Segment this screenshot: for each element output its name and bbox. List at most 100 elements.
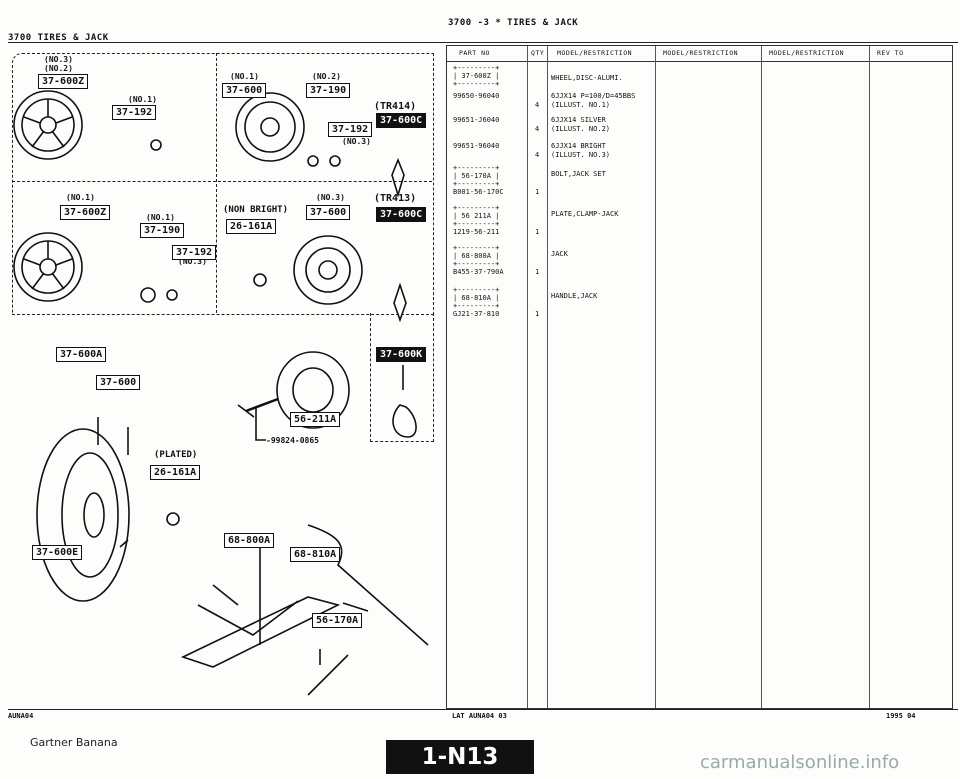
label-tr413: (TR413) — [374, 193, 417, 204]
part-callout[interactable]: 26-161A — [226, 219, 277, 234]
label-no1: (NO.1) — [146, 213, 175, 222]
part-callout[interactable]: 37-600Z — [60, 205, 111, 220]
part-callout[interactable]: 37-600 — [96, 375, 141, 390]
part-number: 99651-J6040 — [453, 116, 500, 124]
watermark: carmanualsonline.info — [700, 752, 900, 773]
label-no3: (NO.3) — [316, 193, 345, 202]
table-header: PART NO QTY MODEL/RESTRICTION MODEL/REST… — [447, 46, 952, 62]
part-callout[interactable]: 37-600 — [222, 83, 267, 98]
part-number: GJ21-37-810 — [453, 310, 500, 318]
col-divider — [869, 46, 870, 708]
center-cap-icon — [307, 155, 319, 167]
col-divider — [655, 46, 656, 708]
diagram-drawing — [13, 90, 429, 696]
group-box: +---------+ | 56 211A | +---------+ — [453, 204, 500, 228]
parts-table: PART NO QTY MODEL/RESTRICTION MODEL/REST… — [446, 45, 953, 709]
valve-icon — [393, 282, 407, 323]
jack-icon — [180, 596, 341, 668]
valve-icon — [391, 157, 405, 198]
part-number: 99650-96040 — [453, 92, 500, 100]
header-section-title: 3700 TIRES & JACK — [8, 33, 109, 43]
alloy-wheel-icon — [13, 90, 83, 160]
col-header-part-no: PART NO — [459, 49, 490, 57]
nut-icon — [166, 512, 180, 526]
col-header-model: MODEL/RESTRICTION — [769, 49, 845, 57]
label-no3: (NO.3) — [342, 137, 371, 146]
quantity: 1 — [535, 310, 540, 318]
col-divider — [547, 46, 548, 708]
part-callout[interactable]: 56-170A — [312, 613, 363, 628]
group-box: +---------+ | 68-800A | +---------+ — [453, 244, 500, 268]
valve-frame — [370, 313, 434, 442]
part-callout[interactable]: 68-800A — [224, 533, 275, 548]
label-no1: (NO.1) — [128, 95, 157, 104]
footer-center-code: LAT AUNA04 03 — [452, 712, 507, 720]
col-header-model: MODEL/RESTRICTION — [663, 49, 739, 57]
alloy-wheel-icon — [13, 232, 83, 302]
page-number: 1-N13 — [386, 740, 534, 774]
part-callout[interactable]: 37-190 — [306, 83, 351, 98]
part-callout[interactable]: 56-211A — [290, 412, 341, 427]
part-callout[interactable]: 37-192 — [328, 122, 373, 137]
col-header-model: MODEL/RESTRICTION — [557, 49, 633, 57]
label-no3: (NO.3) — [178, 257, 207, 266]
jack-handle-icon — [307, 524, 429, 646]
col-divider — [761, 46, 762, 708]
description: WHEEL,DISC-ALUMI. 6JJX14 P=100/D=45BBS (… — [551, 74, 636, 109]
part-callout[interactable]: 37-600C — [376, 113, 427, 128]
quantity: 1 — [535, 268, 540, 276]
quantity: 4 — [535, 151, 540, 159]
part-callout[interactable]: 26-161A — [150, 465, 201, 480]
center-cap-icon — [140, 287, 156, 303]
cap-icon — [253, 273, 267, 287]
parts-diagram: (NO.3) (NO.2) (NO.1) (NO.1) (NO.2) (TR41… — [8, 45, 434, 708]
label-plated: (PLATED) — [154, 450, 198, 460]
header-rule — [8, 42, 958, 43]
label-bolt-part: -99824-0865 — [266, 436, 319, 445]
quantity: 4 — [535, 101, 540, 109]
part-callout[interactable]: 68-810A — [290, 547, 341, 562]
footer-right-code: 1995 04 — [886, 712, 916, 720]
label-no1: (NO.1) — [230, 72, 259, 81]
spare-wheel-icon — [276, 351, 350, 429]
col-header-qty: QTY — [531, 49, 545, 57]
part-callout[interactable]: 37-600 — [306, 205, 351, 220]
label-non-bright: (NON BRIGHT) — [223, 205, 289, 215]
footer-left-code: AUNA04 — [8, 712, 34, 720]
bolt-icon — [245, 397, 279, 413]
part-number: 99651-96040 — [453, 142, 500, 150]
part-callout[interactable]: 37-192 — [112, 105, 157, 120]
description: JACK — [551, 250, 568, 258]
label-no2: (NO.2) — [312, 72, 341, 81]
part-callout[interactable]: 37-600K — [376, 347, 427, 362]
description: 6JJX14 BRIGHT (ILLUST. NO.3) — [551, 142, 611, 159]
wheel-group-divider — [12, 181, 432, 182]
part-callout[interactable]: 37-192 — [172, 245, 217, 260]
description: 6JJX14 SILVER (ILLUST. NO.2) — [551, 116, 611, 133]
part-number: B001-56-170C — [453, 188, 504, 196]
quantity: 1 — [535, 228, 540, 236]
part-number: B455-37-790A — [453, 268, 504, 276]
part-callout[interactable]: 37-600Z — [38, 74, 89, 89]
wheel-group-frame — [12, 53, 434, 315]
label-tr414: (TR414) — [374, 101, 417, 112]
center-cap-icon — [150, 139, 162, 151]
col-divider — [527, 46, 528, 708]
wheel-group-divider-v — [216, 53, 217, 313]
description: BOLT,JACK SET — [551, 170, 606, 178]
footer-rule — [8, 709, 958, 710]
description: HANDLE,JACK — [551, 292, 598, 300]
quantity: 1 — [535, 188, 540, 196]
part-callout[interactable]: 37-600A — [56, 347, 107, 362]
group-box: +---------+ | 68-810A | +---------+ — [453, 286, 500, 310]
part-callout[interactable]: 37-600C — [376, 207, 427, 222]
header-page-title: 3700 -3 * TIRES & JACK — [448, 18, 579, 28]
group-box: +---------+ | 37-600Z | +---------+ — [453, 64, 500, 88]
part-callout[interactable]: 37-190 — [140, 223, 185, 238]
spare-tire-icon — [36, 428, 130, 602]
part-callout[interactable]: 37-600E — [32, 545, 83, 560]
label-no1: (NO.1) — [66, 193, 95, 202]
credit-text: Gartner Banana — [30, 736, 118, 749]
label-no3-no2: (NO.3) (NO.2) — [44, 55, 73, 73]
quantity: 4 — [535, 125, 540, 133]
